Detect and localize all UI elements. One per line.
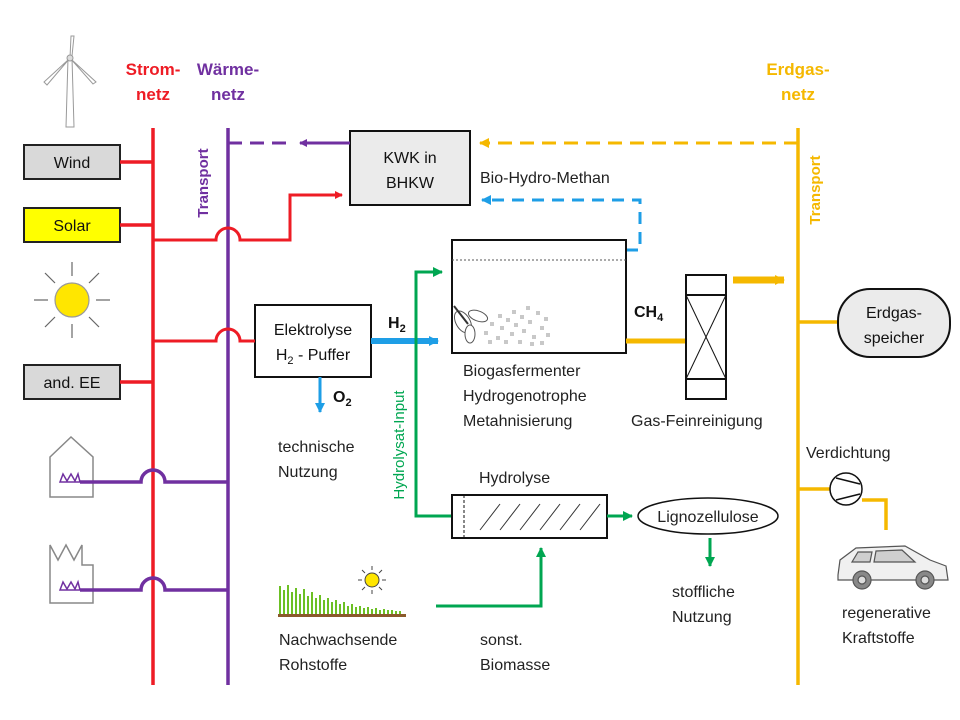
house-icon: [49, 435, 94, 498]
bio-hydro-methan-label: Bio-Hydro-Methan: [480, 170, 610, 187]
technische-nutzung-1: technische: [278, 439, 355, 456]
gas-storage-label-1: Erdgas-: [866, 305, 922, 322]
stoffliche-label-1: stoffliche: [672, 584, 735, 601]
biomass-to-hydrolyse-line: [436, 547, 546, 608]
crop-field-icon: [278, 585, 406, 617]
fuels-label-1: regenerative: [842, 605, 931, 622]
heat-grid-label-1: Wärme-: [197, 60, 259, 79]
heat-transport-label: Transport: [195, 148, 212, 217]
fuels-label-2: Kraftstoffe: [842, 630, 915, 647]
hydrolyse-reactor: [451, 494, 608, 539]
hydrolyse-label: Hydrolyse: [479, 470, 550, 487]
ligno-ellipse: [637, 497, 779, 535]
biomasse-label-2: Biomasse: [480, 657, 550, 674]
nawaro-label-2: Rohstoffe: [279, 657, 347, 674]
heat-grid-label-2: netz: [211, 85, 245, 104]
power-to-kwk-line: [153, 191, 343, 242]
gas-grid-label-1: Erdgas-: [766, 60, 829, 79]
wind-label: Wind: [54, 155, 90, 172]
gas-cleaning-label: Gas-Feinreinigung: [631, 413, 763, 430]
technische-nutzung-2: Nutzung: [278, 464, 338, 481]
power-grid-label-2: netz: [136, 85, 170, 104]
gas-storage: [837, 288, 951, 358]
wind-box: [23, 144, 121, 180]
power-to-elektrolyse-line: [153, 327, 255, 343]
compression-link: [798, 487, 888, 530]
fermenter-to-kwk-dashed: [481, 195, 642, 252]
h2-label: H2: [388, 315, 406, 335]
fermenter-label-2: Hydrogenotrophe: [463, 388, 587, 405]
nawaro-label-1: Nachwachsende: [279, 632, 397, 649]
gas-grid-label-2: netz: [781, 85, 815, 104]
small-sun-icon: [358, 566, 386, 594]
elektrolyse-label-2: H2 - Puffer: [276, 347, 351, 367]
kwk-label-2: BHKW: [386, 175, 435, 192]
hydrolysat-label: Hydrolysat-Input: [391, 390, 408, 500]
stoffliche-label-2: Nutzung: [672, 609, 732, 626]
solar-label: Solar: [53, 218, 91, 235]
fermenter-tank: [451, 239, 627, 354]
kwk-label-1: KWK in: [383, 150, 436, 167]
house-heat-link: [80, 468, 228, 484]
ch4-label: CH4: [634, 304, 664, 324]
factory-icon: [49, 543, 94, 604]
hydrolysat-line: [414, 267, 452, 518]
solar-box: [23, 207, 121, 243]
other-re-label: and. EE: [44, 375, 101, 392]
gas-cleaning-column: [685, 274, 727, 400]
compressor-icon: [829, 472, 863, 506]
stirrer-icon: [453, 305, 489, 344]
factory-heat-link: [80, 576, 228, 592]
elektrolyse-label-1: Elektrolyse: [274, 322, 352, 339]
other-re-box: [23, 364, 121, 400]
fermenter-label-3: Metahnisierung: [463, 413, 572, 430]
sun-icon: [34, 262, 110, 338]
car-icon: [837, 545, 949, 590]
o2-label: O2: [333, 389, 352, 409]
kwk-box: [349, 130, 471, 206]
wind-turbine-icon: [43, 35, 97, 128]
gas-storage-label-2: speicher: [864, 330, 925, 347]
elektrolyse-box: [254, 304, 372, 378]
ligno-label: Lignozellulose: [657, 509, 759, 526]
gas-transport-label: Transport: [807, 155, 824, 224]
fermenter-label-1: Biogasfermenter: [463, 363, 581, 380]
power-grid-label-1: Strom-: [126, 60, 181, 79]
compression-label: Verdichtung: [806, 445, 891, 462]
hydrolyse-hatching: [479, 503, 601, 531]
biomass-particles: [484, 306, 550, 346]
biomasse-label-1: sonst.: [480, 632, 523, 649]
